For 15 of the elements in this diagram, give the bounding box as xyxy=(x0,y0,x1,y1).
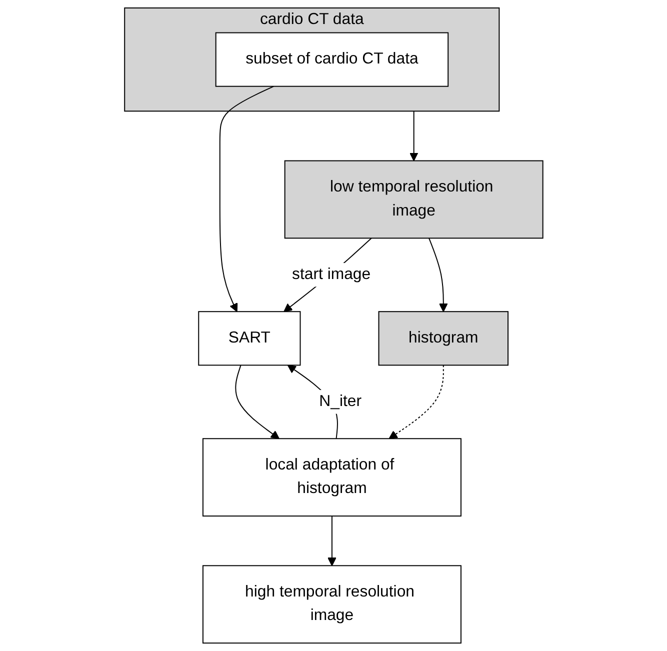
arrow xyxy=(327,516,336,566)
arrow xyxy=(219,86,274,312)
node-box: histogram xyxy=(378,311,508,366)
edge-label: start image xyxy=(292,266,370,283)
node-box: subset of cardio CT data xyxy=(215,32,448,87)
arrow xyxy=(428,238,448,312)
node-box: local adaptation of histogram xyxy=(202,438,462,517)
arrow xyxy=(409,110,418,162)
arrow xyxy=(234,364,280,440)
arrow xyxy=(283,238,372,312)
node-box: low temporal resolution image xyxy=(284,160,544,239)
node-box: SART xyxy=(198,311,300,366)
node-box: high temporal resolution image xyxy=(202,565,462,644)
edge-label: N_iter xyxy=(318,392,362,410)
arrow xyxy=(388,364,444,440)
